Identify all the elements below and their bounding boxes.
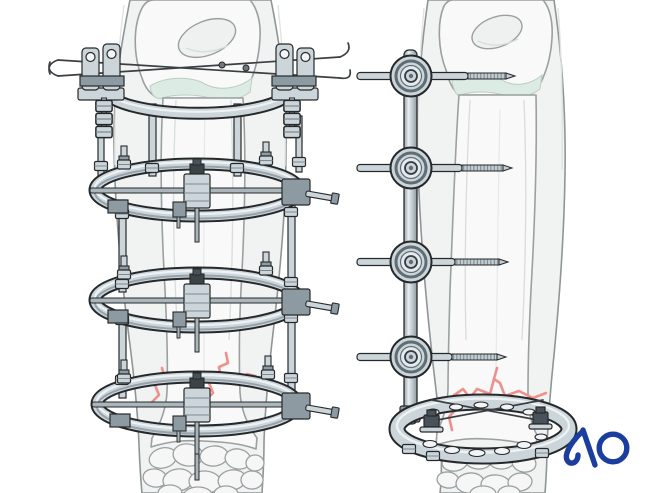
ring-2-tensioner — [281, 178, 340, 206]
ring-4-tensioner — [281, 392, 340, 420]
ring-bolt-right — [528, 406, 553, 459]
ring-bolt-left — [419, 409, 444, 462]
pin-clamp-1 — [389, 54, 433, 98]
pin-clamp-2 — [389, 146, 433, 190]
pin-clamp-4 — [389, 335, 433, 379]
ring-2 — [88, 141, 340, 243]
distal-ring-plate — [388, 393, 578, 465]
half-pin-2 — [356, 163, 514, 173]
left-carpal-bones — [142, 443, 265, 493]
ring-4 — [90, 355, 340, 481]
pin-clamp-3 — [389, 240, 433, 284]
panel-rod-fixator — [356, 0, 578, 493]
ao-logo — [563, 427, 630, 468]
ring-3-tensioner — [281, 288, 340, 316]
proximal-ring-with-wires — [48, 42, 352, 138]
left-connection-rods — [97, 103, 303, 399]
half-pin-1 — [356, 71, 517, 81]
panel-circular-ring-fixator — [48, 0, 352, 493]
ring-3 — [88, 251, 340, 353]
